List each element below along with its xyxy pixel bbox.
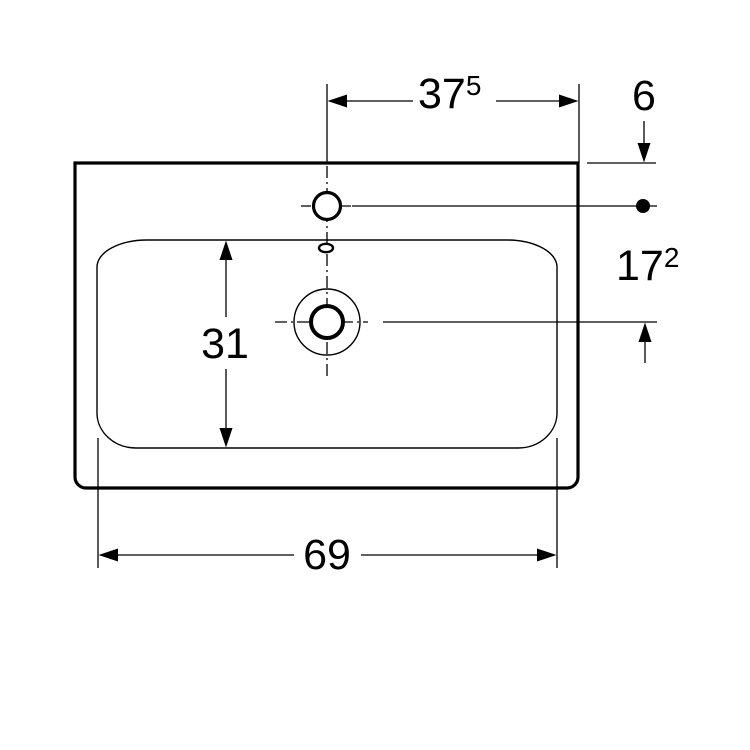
dimension-label-31: 31: [201, 320, 249, 368]
arrowhead-right: [537, 548, 557, 562]
dimension-label-6: 6: [632, 72, 656, 120]
dimension-label-37-5: 375: [418, 70, 481, 118]
arrowhead-up: [638, 322, 652, 342]
dimension-label-69: 69: [303, 531, 351, 579]
basin-inner-edge: [96, 239, 558, 449]
arrowhead-up: [219, 240, 233, 260]
arrowhead-left: [98, 548, 118, 562]
dimension-faucet-to-drain: 172: [383, 242, 679, 363]
arrowhead-down: [637, 143, 651, 163]
dimension-back-edge-to-faucet: 6: [352, 72, 657, 213]
arrowhead-right: [559, 94, 579, 108]
dimension-label-17-2: 172: [616, 242, 679, 290]
dimension-faucet-to-right-edge: 375: [326, 70, 580, 163]
washbasin-outer-edge: [73, 161, 580, 490]
reference-dot: [636, 199, 650, 213]
dimension-basin-inner-depth: 31: [201, 240, 249, 448]
dimension-basin-inner-width: 69: [97, 438, 558, 579]
arrowhead-down: [219, 428, 233, 448]
arrowhead-left: [327, 94, 347, 108]
faucet-hole: [311, 190, 343, 222]
overflow-hole: [317, 242, 335, 254]
drain-hole-inner: [309, 304, 345, 340]
drain-hole-outer: [293, 288, 361, 356]
